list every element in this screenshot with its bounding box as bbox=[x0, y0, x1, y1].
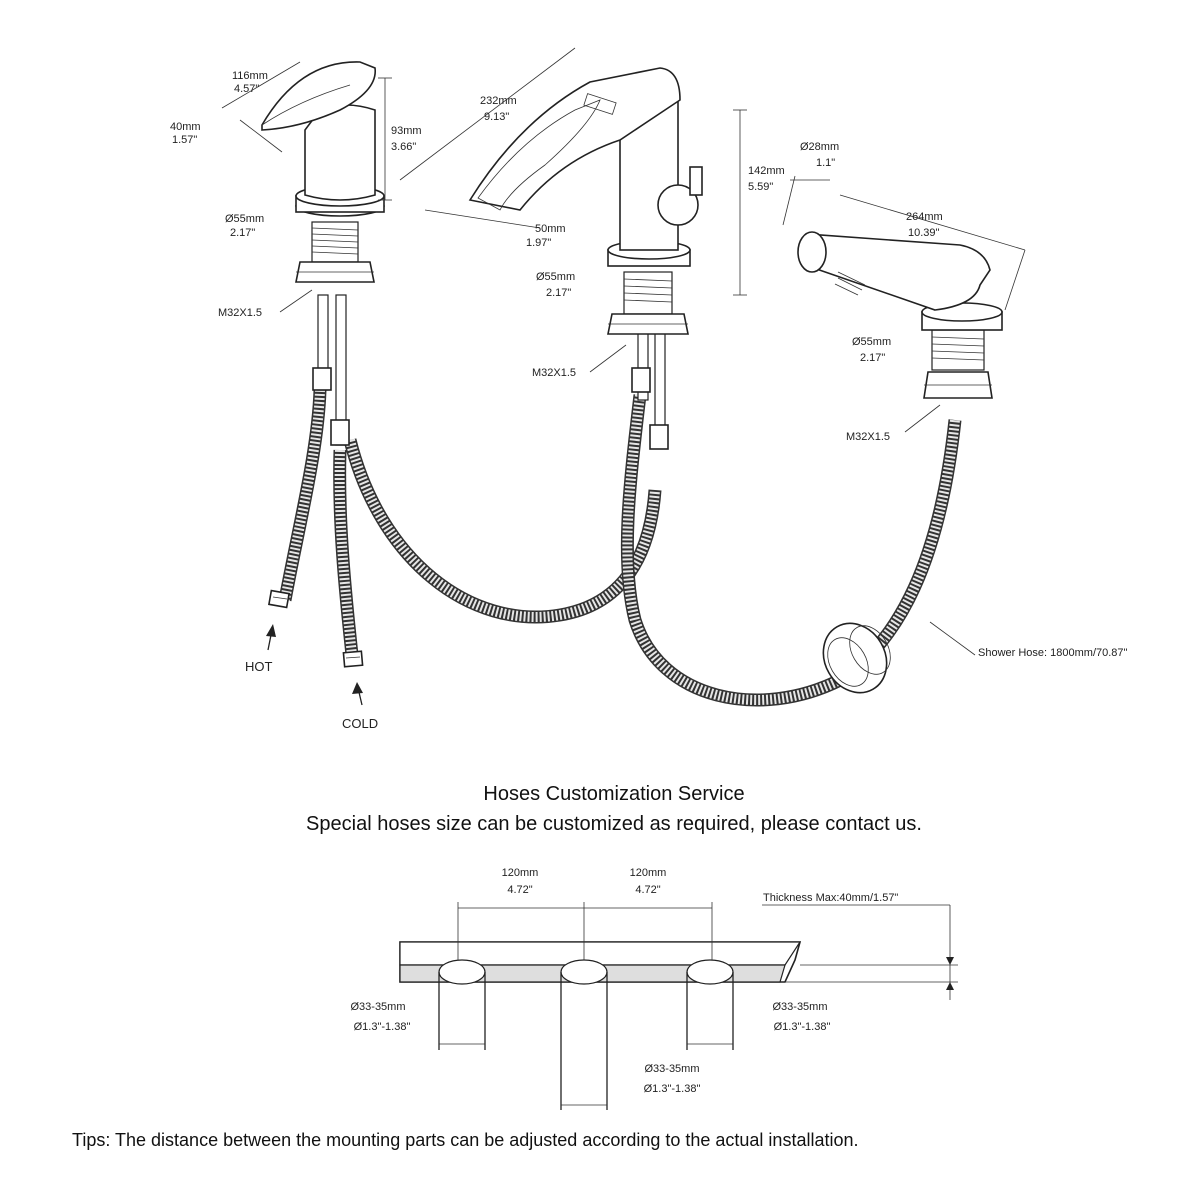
hole-left-mm: Ø33-35mm bbox=[350, 1001, 405, 1013]
spacing-right-mm: 120mm bbox=[630, 867, 667, 879]
spacing-left-in: 4.72" bbox=[507, 884, 532, 896]
spout-arm bbox=[468, 67, 681, 211]
spout-base-in: 2.17" bbox=[546, 287, 571, 299]
hole-right-in: Ø1.3"-1.38" bbox=[774, 1021, 831, 1033]
mounting-deck-diagram: 120mm 4.72" 120mm 4.72" Thickness Max:40… bbox=[350, 867, 958, 1110]
spout-length-dim-line bbox=[399, 47, 576, 181]
basin-hot-pipe-fitting bbox=[312, 367, 332, 391]
basin-length-in: 4.57" bbox=[234, 83, 259, 95]
handheld-diam-mm: Ø28mm bbox=[800, 141, 839, 153]
basin-height-in: 3.66" bbox=[391, 141, 416, 153]
hot-supply-hose bbox=[278, 389, 327, 602]
spout-outlet-dim-line bbox=[424, 209, 541, 229]
spout-aerator bbox=[583, 93, 617, 115]
spout-side-knob bbox=[657, 184, 699, 226]
spout-height-mm: 142mm bbox=[748, 165, 785, 177]
basin-thread-label: M32X1.5 bbox=[218, 307, 262, 319]
spout-waterfall-channel bbox=[477, 99, 601, 211]
shower-hose-braid bbox=[622, 394, 960, 705]
hot-arrow bbox=[266, 624, 276, 651]
spout-length-mm: 232mm bbox=[480, 95, 517, 107]
spout-length-in: 9.13" bbox=[484, 111, 509, 123]
spout-knob-lever bbox=[689, 166, 703, 196]
cold-hose-end-nut bbox=[342, 650, 364, 668]
basin-cold-pipe-fitting bbox=[330, 419, 350, 446]
basin-faucet: 116mm 4.57" 40mm 1.57" 93mm 3.66" Ø55mm … bbox=[170, 61, 422, 446]
hoses-group: HOT COLD bbox=[245, 389, 962, 731]
shower-hose-label: Shower Hose: 1800mm/70.87" bbox=[978, 647, 1128, 659]
cold-supply-hose bbox=[333, 449, 359, 656]
handheld-length-in: 10.39" bbox=[908, 227, 940, 239]
hole-center-mm: Ø33-35mm bbox=[644, 1063, 699, 1075]
basin-width-dim-line bbox=[239, 119, 283, 153]
handheld-diam-dim-line bbox=[782, 175, 796, 226]
handheld-thread-label: M32X1.5 bbox=[846, 431, 890, 443]
spout-pipe-fitting-a bbox=[631, 367, 651, 393]
spout-outlet-mm: 50mm bbox=[535, 223, 566, 235]
handheld-spray-face bbox=[797, 231, 827, 273]
hose-weight bbox=[822, 622, 891, 694]
connecting-hose-braid bbox=[345, 438, 660, 622]
service-title: Hoses Customization Service bbox=[483, 783, 744, 805]
handheld-base-mm: Ø55mm bbox=[852, 336, 891, 348]
basin-length-dim-line bbox=[221, 61, 301, 109]
mounting-hole-left bbox=[438, 959, 486, 1050]
spout-base-mm: Ø55mm bbox=[536, 271, 575, 283]
thickness-label: Thickness Max:40mm/1.57" bbox=[763, 892, 898, 904]
handheld-base-in: 2.17" bbox=[860, 352, 885, 364]
spout-outlet-in: 1.97" bbox=[526, 237, 551, 249]
handheld-diam-in: 1.1" bbox=[816, 157, 835, 169]
spacing-left-mm: 120mm bbox=[502, 867, 539, 879]
basin-base-mm: Ø55mm bbox=[225, 213, 264, 225]
tips-text: Tips: The distance between the mounting … bbox=[72, 1130, 859, 1150]
service-subtitle: Special hoses size can be customized as … bbox=[306, 813, 922, 835]
shower-hose bbox=[620, 394, 962, 707]
hole-right-mm: Ø33-35mm bbox=[772, 1001, 827, 1013]
basin-width-mm: 40mm bbox=[170, 121, 201, 133]
basin-length-mm: 116mm bbox=[232, 70, 268, 82]
spout-thread-label: M32X1.5 bbox=[532, 367, 576, 379]
basin-width-in: 1.57" bbox=[172, 134, 197, 146]
mounting-hole-right bbox=[686, 959, 734, 1050]
waterfall-spout: 232mm 9.13" 142mm 5.59" 50mm 1.97" Ø55mm… bbox=[399, 47, 785, 450]
handheld-threaded-shank bbox=[931, 329, 985, 371]
basin-height-mm: 93mm bbox=[391, 125, 422, 137]
handheld-shower: Ø28mm 1.1" 264mm 10.39" Ø55mm 2.17" M32X… bbox=[782, 141, 1128, 659]
cold-label: COLD bbox=[342, 716, 378, 731]
spacing-right-in: 4.72" bbox=[635, 884, 660, 896]
hole-left-in: Ø1.3"-1.38" bbox=[354, 1021, 411, 1033]
hot-hose-end-nut bbox=[267, 589, 291, 609]
handheld-length-dim-line bbox=[839, 194, 1026, 251]
cold-supply-hose-braid bbox=[334, 449, 357, 656]
handheld-wand bbox=[803, 234, 991, 311]
spout-pipe-b bbox=[654, 329, 666, 441]
basin-base-in: 2.17" bbox=[230, 227, 255, 239]
cold-arrow bbox=[352, 682, 363, 706]
spout-height-in: 5.59" bbox=[748, 181, 773, 193]
hot-label: HOT bbox=[245, 659, 273, 674]
handheld-length-mm: 264mm bbox=[906, 211, 943, 223]
hole-center-in: Ø1.3"-1.38" bbox=[644, 1083, 701, 1095]
spout-pipe-fitting-b bbox=[649, 424, 669, 450]
